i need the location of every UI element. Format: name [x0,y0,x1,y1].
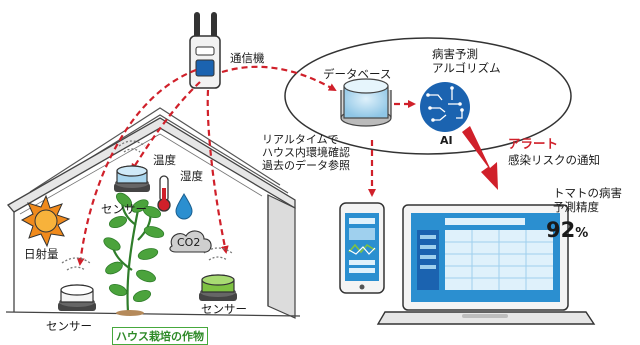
humidity-label: 湿度 [180,169,203,183]
laptop-icon [376,204,596,325]
greenhouse [5,107,301,319]
data-flow-arrows [76,65,416,266]
database-icon [340,78,392,127]
algorithm-label: 病害予測 アルゴリズム [432,47,501,75]
thermometer-icon [157,175,171,212]
sensor-bottom-left-label: センサー [46,319,92,333]
alert-description: 感染リスクの通知 [508,153,600,167]
solar-label: 日射量 [24,247,59,261]
sensor-bottom-right-label: センサー [201,302,247,316]
co2-label: CO2 [177,236,201,249]
droplet-icon [175,193,193,220]
accuracy-unit: % [575,226,589,241]
smartphone-icon [339,202,385,294]
co2-cloud-icon [169,230,212,253]
comm-device-icon [189,12,221,89]
sensor-top-icon [114,140,150,192]
sun-icon [20,194,71,248]
accuracy-value: 92% [546,218,588,243]
comm-device-label: 通信機 [230,51,265,65]
alert-label: アラート [508,136,559,151]
ai-chip-icon [420,82,470,132]
database-label: データベース [323,67,392,81]
plant-icon [103,192,165,316]
realtime-info-label: リアルタイムで ハウス内環境確認 過去のデータ参照 [262,133,350,173]
sensor-top-label: センサー [101,202,147,216]
accuracy-number: 92 [546,218,576,242]
tomato-accuracy-label: トマトの病害 予測精度 [553,186,622,214]
temperature-label: 温度 [153,153,176,167]
alert-arrow [462,126,498,190]
ai-label: AI [440,134,453,147]
sensor-bottom-left-icon [58,257,96,311]
sensor-bottom-right-icon [199,247,237,301]
crop-label: ハウス栽培の作物 [112,327,208,345]
